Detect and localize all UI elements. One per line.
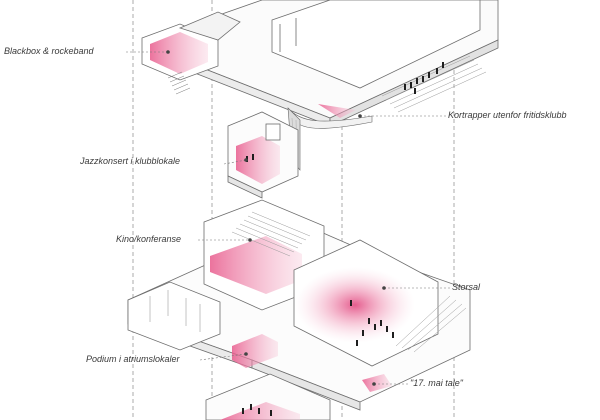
bottom-level xyxy=(205,373,331,420)
mai-highlight xyxy=(362,374,392,392)
kino-seating-rows xyxy=(231,211,311,257)
label-mai: "17. mai tale" xyxy=(410,378,463,388)
kortrapper-highlight xyxy=(318,104,356,118)
label-blackbox: Blackbox & rockeband xyxy=(4,46,94,56)
atrium-walls xyxy=(149,290,201,332)
atrium-rooms xyxy=(127,281,221,351)
label-podium: Podium i atriumslokaler xyxy=(86,354,180,364)
left-stair xyxy=(167,71,191,95)
top-seating-stairs xyxy=(381,55,487,113)
kino-highlight xyxy=(210,236,302,294)
roof-block xyxy=(178,11,241,41)
leader-lines xyxy=(126,51,450,385)
label-kortrapper: Kortrapper utenfor fritidsklubb xyxy=(448,110,567,120)
lower-building xyxy=(127,199,471,411)
people-silhouettes xyxy=(350,300,394,346)
top-hall xyxy=(271,0,481,89)
people-silhouettes xyxy=(404,62,444,94)
jazz-stair-box xyxy=(265,123,281,141)
storsal-highlight xyxy=(295,267,415,343)
leader-dots xyxy=(166,50,386,386)
jazz-highlight xyxy=(236,136,280,184)
storsal-seating-stairs xyxy=(395,295,467,353)
top-floor xyxy=(141,0,499,127)
people-silhouettes xyxy=(242,404,272,416)
label-kino: Kino/konferanse xyxy=(116,234,182,244)
bottom-block xyxy=(205,373,331,420)
label-jazz: Jazzkonsert i klubblokale xyxy=(80,156,181,166)
label-storsal: Storsal xyxy=(452,282,481,292)
jazz-edge xyxy=(227,175,263,199)
podium-highlight xyxy=(232,334,278,368)
blackbox-highlight xyxy=(150,32,208,74)
jazz-club-level xyxy=(227,111,299,199)
